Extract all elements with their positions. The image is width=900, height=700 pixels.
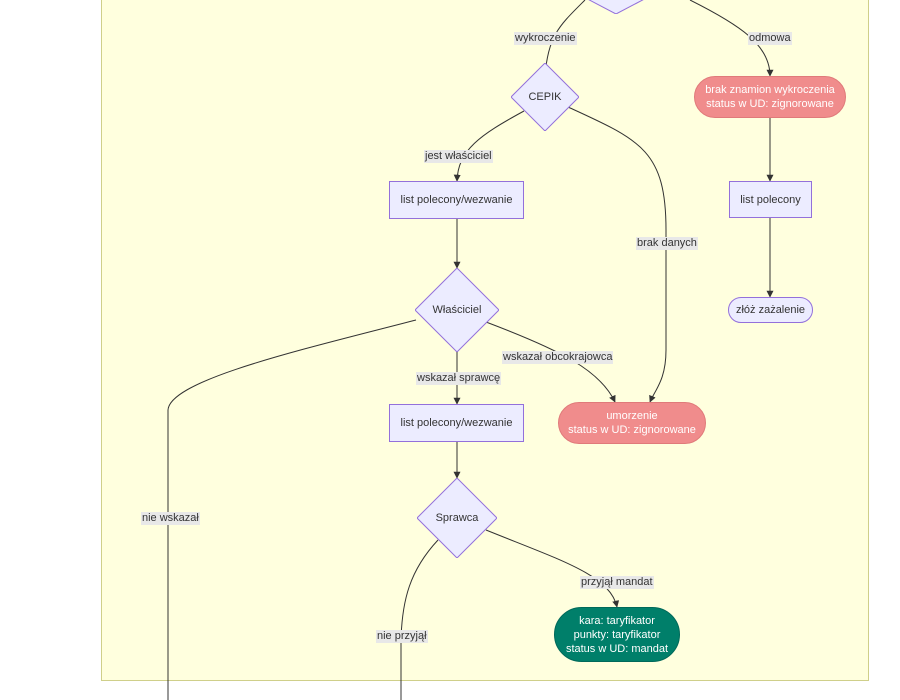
edge-cepik-to-list1	[453, 110, 525, 182]
node-umorzenie-line1: umorzenie	[606, 410, 658, 422]
node-list-polecony: list polecony	[729, 181, 812, 218]
edge-label-przyjal-mandat: przyjął mandat	[580, 576, 654, 589]
decision-top	[578, 0, 654, 14]
node-list-polecony-wezwanie-2: list polecony/wezwanie	[389, 404, 524, 442]
node-mandat-line1: kara: taryfikator	[579, 614, 655, 627]
node-mandat-line3: status w UD: mandat	[565, 642, 669, 655]
decision-sprawca: Sprawca	[417, 478, 497, 558]
edge-label-wykroczenie: wykroczenie	[514, 32, 577, 45]
edge-label-jest-wlasciciel: jest właściciel	[424, 150, 493, 163]
edge-label-nie-wskazal: nie wskazał	[141, 512, 200, 525]
edge-label-nie-przyjal: nie przyjął	[376, 630, 428, 643]
node-mandat: kara: taryfikator punkty: taryfikator st…	[554, 607, 680, 662]
decision-sprawca-label: Sprawca	[435, 512, 479, 524]
decision-cepik: CEPIK	[511, 63, 579, 131]
decision-wlasciciel-label: Właściciel	[432, 304, 482, 316]
node-umorzenie-line2: status w UD: zignorowane	[568, 424, 696, 436]
edge-label-wskazal-obcokrajowca: wskazał obcokrajowca	[502, 351, 614, 364]
node-brak-znamion: brak znamion wykroczenia status w UD: zi…	[694, 76, 846, 118]
edge-cepik-to-umorzenie	[567, 106, 667, 403]
node-brak-znamion-line1: brak znamion wykroczenia	[705, 84, 835, 96]
edge-wlasc-nie-wskazal	[167, 319, 417, 700]
decision-cepik-label: CEPIK	[528, 91, 562, 103]
node-zloz-zazalenie: złóż zażalenie	[728, 297, 813, 323]
edge-label-wskazal-sprawce: wskazał sprawcę	[416, 372, 502, 385]
node-mandat-line2: punkty: taryfikator	[573, 628, 661, 641]
node-brak-znamion-line2: status w UD: zignorowane	[706, 98, 834, 110]
node-list-polecony-wezwanie-1: list polecony/wezwanie	[389, 181, 524, 219]
decision-wlasciciel: Właściciel	[415, 268, 499, 352]
edge-label-brak-danych: brak danych	[636, 237, 698, 250]
edge-sprawca-nie-przyjal	[400, 539, 439, 700]
edge-label-odmowa: odmowa	[748, 32, 792, 45]
edge-sprawca-to-mandat	[485, 529, 620, 608]
node-umorzenie: umorzenie status w UD: zignorowane	[558, 402, 706, 444]
